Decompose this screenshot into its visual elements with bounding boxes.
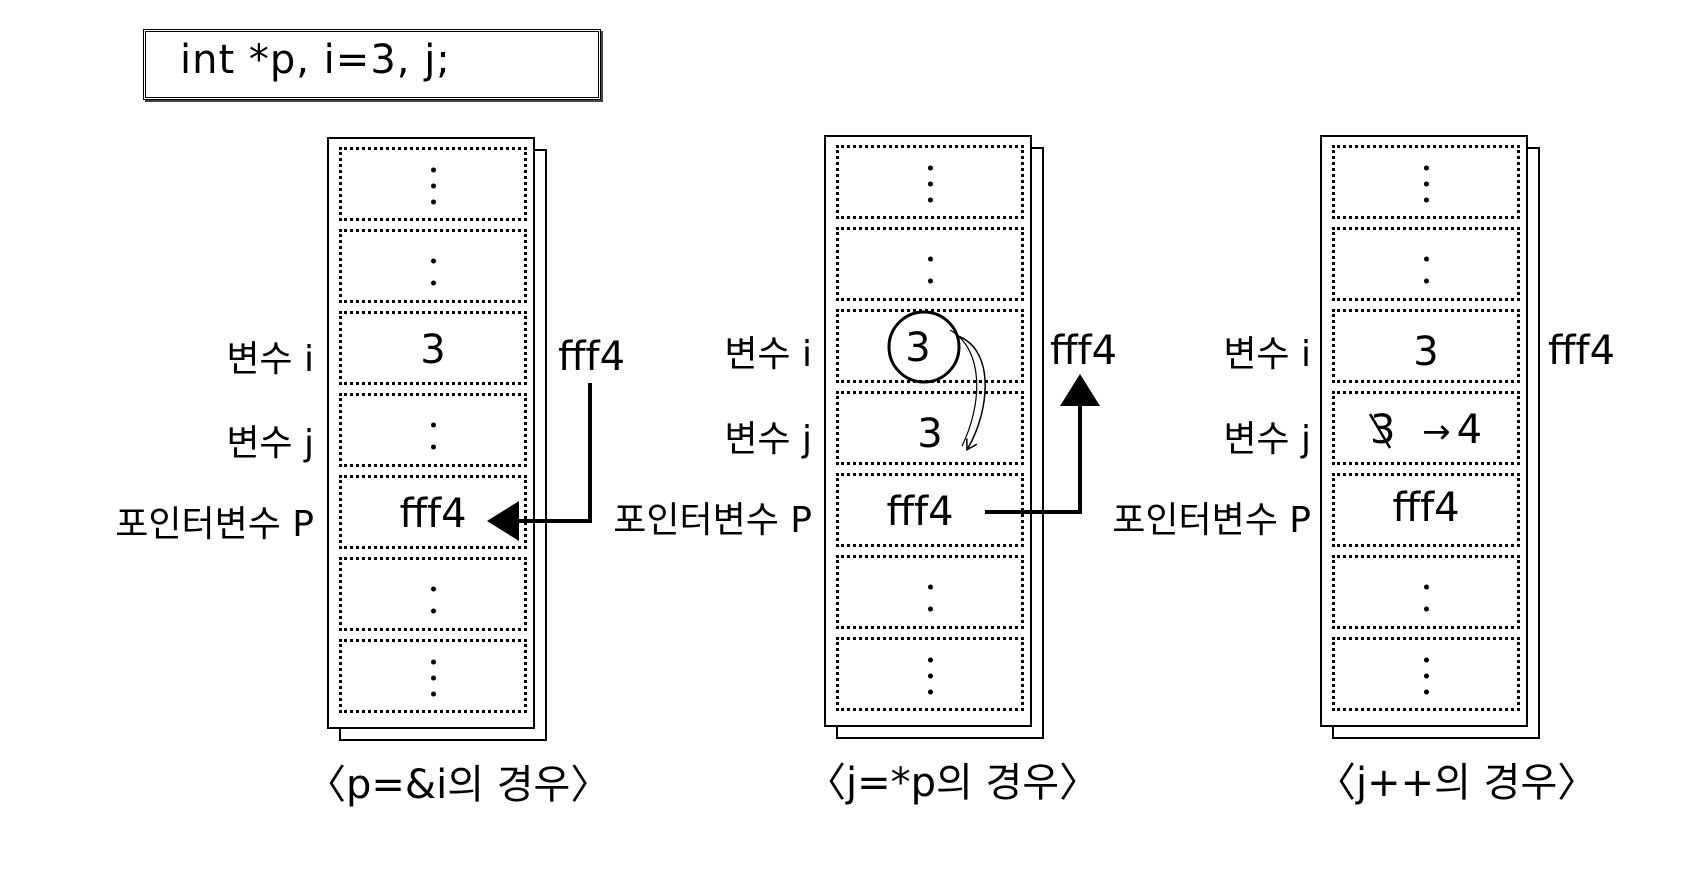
memory-cell-ellipsis (339, 639, 527, 713)
i-value: 3 (420, 327, 446, 373)
var-j-label: 변수 j (1223, 419, 1311, 460)
memory-cell-ellipsis (836, 637, 1024, 711)
var-i-label: 변수 i (226, 339, 314, 380)
p-value: fff4 (399, 491, 467, 537)
memory-cell-j (339, 393, 527, 467)
var-i-label: 변수 i (1223, 334, 1311, 375)
ellipsis-dots (1424, 652, 1429, 702)
memory-cell-ellipsis (339, 147, 527, 221)
panel-caption: 〈p=&i의 경우〉 (306, 762, 611, 808)
pointer-label: 포인터변수 P (115, 504, 314, 545)
var-i-label: 변수 i (724, 334, 812, 375)
copy-curve-arrow-inner (949, 329, 978, 447)
panel-caption: 〈j=*p의 경우〉 (806, 760, 1100, 806)
j-new-value: 4 (1456, 407, 1483, 453)
memory-cell-ellipsis (1332, 637, 1520, 711)
var-j-label: 변수 j (724, 419, 812, 460)
memory-cell-ellipsis (836, 227, 1024, 301)
copy-curve-arrow (957, 335, 986, 448)
j-change-arrow: → (1422, 412, 1451, 452)
address-label: fff4 (1548, 328, 1616, 374)
ellipsis-dots (928, 652, 933, 702)
j-old-value: 3 (1369, 407, 1396, 453)
pointer-follow-arrow (985, 374, 1100, 514)
ellipsis-dots (431, 250, 436, 286)
pointer-label: 포인터변수 P (1112, 500, 1311, 541)
ellipsis-dots (928, 576, 933, 612)
memory-cell-ellipsis (339, 557, 527, 631)
ellipsis-dots (928, 160, 933, 210)
p-value: fff4 (886, 489, 954, 535)
ellipsis-dots (431, 578, 436, 614)
memory-cell-ellipsis (1332, 145, 1520, 219)
panel-caption: 〈j++의 경우〉 (1316, 760, 1598, 806)
code-declaration-box: int *p, i=3, j; (143, 29, 601, 100)
j-old-value-struck: 3 (1368, 407, 1396, 453)
ellipsis-dots (431, 654, 436, 704)
ellipsis-dots (1424, 160, 1429, 210)
memory-cell-ellipsis (1332, 227, 1520, 301)
address-label: fff4 (1050, 328, 1118, 374)
ellipsis-dots (1424, 576, 1429, 612)
ellipsis-dots (431, 162, 436, 212)
memory-cell-j: 3 (836, 391, 1024, 465)
memory-cell-i: 3 (1332, 309, 1520, 383)
memory-block-frame: 3 3 →4 fff4 (1320, 135, 1528, 727)
ellipsis-dots (1424, 248, 1429, 284)
memory-cell-ellipsis (836, 555, 1024, 629)
memory-cell-p: fff4 (339, 475, 527, 549)
memory-cell-i: 3 (339, 311, 527, 385)
j-value: 3 (917, 411, 943, 457)
memory-cell-ellipsis (836, 145, 1024, 219)
strike-mark (1368, 413, 1392, 449)
p-value: fff4 (1392, 485, 1460, 531)
i-value: 3 (1413, 329, 1439, 375)
memory-cell-p: fff4 (1332, 473, 1520, 547)
pointer-assign-arrow (487, 383, 592, 541)
code-declaration: int *p, i=3, j; (180, 37, 451, 83)
memory-cell-j: 3 →4 (1332, 391, 1520, 465)
i-value: 3 (905, 325, 931, 371)
deref-circle (887, 310, 961, 384)
j-value-change: 3 →4 (1335, 410, 1517, 452)
ellipsis-dots (928, 248, 933, 284)
var-j-label: 변수 j (226, 423, 314, 464)
memory-block-frame: 3 3 fff4 (824, 135, 1032, 727)
address-label: fff4 (558, 334, 626, 380)
memory-cell-ellipsis (339, 229, 527, 303)
pointer-label: 포인터변수 P (613, 500, 812, 541)
memory-cell-ellipsis (1332, 555, 1520, 629)
memory-block-frame: 3 fff4 (327, 137, 535, 729)
ellipsis-dots (431, 414, 436, 450)
